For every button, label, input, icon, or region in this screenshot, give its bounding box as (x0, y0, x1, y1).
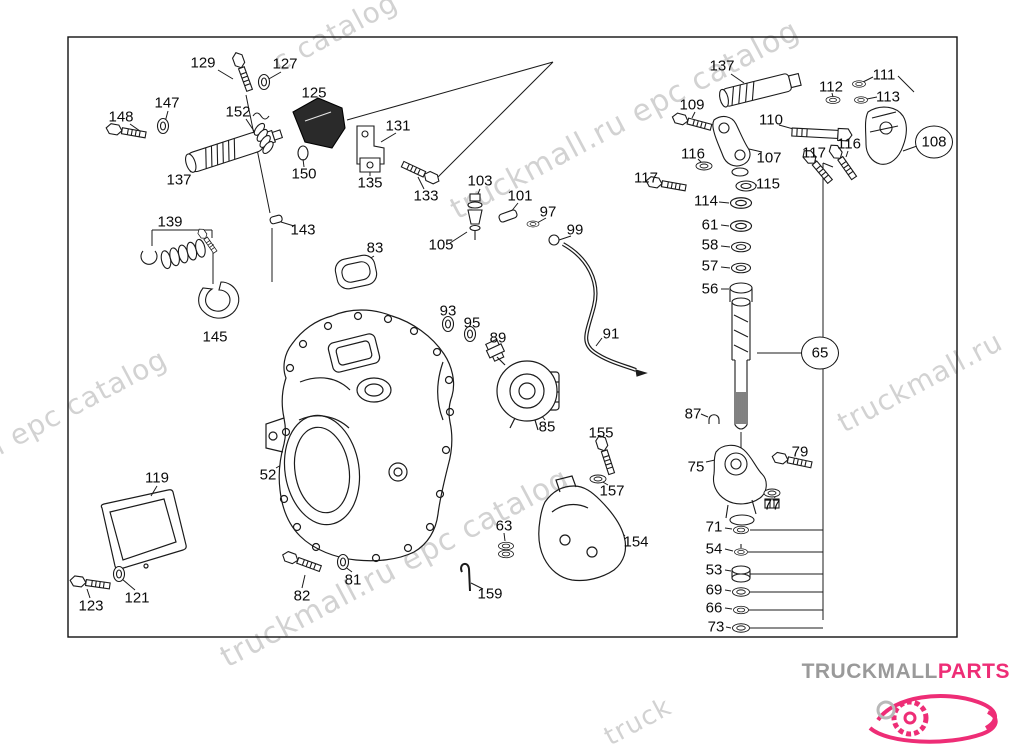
part-label-53: 53 (705, 561, 723, 579)
part-label-137: 137 (166, 171, 192, 189)
left-linkage-assembly (185, 97, 385, 225)
logo-swirl-icon (868, 694, 998, 744)
part-label-89: 89 (489, 329, 507, 347)
part-label-116: 116 (681, 145, 705, 163)
part-label-105: 105 (428, 236, 454, 254)
valve-and-hose-group (334, 193, 648, 377)
part-label-69: 69 (705, 581, 723, 599)
part-label-113: 113 (876, 88, 900, 106)
steering-knuckle-assembly (708, 72, 907, 583)
gasket-group (100, 489, 187, 570)
mount-bracket-group (460, 475, 627, 592)
part-label-57: 57 (701, 257, 719, 275)
part-label-56: 56 (701, 280, 719, 298)
part-label-87: 87 (684, 405, 702, 423)
clutch-housing (265, 309, 455, 563)
part-label-63: 63 (495, 517, 513, 535)
part-label-61: 61 (701, 216, 719, 234)
part-label-143: 143 (290, 221, 316, 239)
part-label-91: 91 (602, 325, 620, 343)
part-label-137: 137 (709, 57, 735, 75)
truckmall-logo: TRUCKMALLPARTS (802, 652, 1016, 748)
diagram-border (67, 36, 958, 638)
part-label-112: 112 (819, 78, 843, 96)
callout-108: 108 (915, 125, 953, 159)
part-label-131: 131 (385, 117, 411, 135)
part-label-83: 83 (366, 239, 384, 257)
part-label-114: 114 (694, 192, 718, 210)
part-label-82: 82 (293, 587, 311, 605)
part-label-110: 110 (759, 111, 783, 129)
part-label-52: 52 (259, 466, 277, 484)
part-label-147: 147 (154, 94, 180, 112)
logo-text-accent: PARTS (937, 660, 1010, 683)
part-label-152: 152 (225, 103, 251, 121)
part-label-107: 107 (756, 149, 782, 167)
part-label-75: 75 (687, 458, 705, 476)
logo-text-gray: TRUCKMALL (801, 660, 938, 683)
part-label-115: 115 (756, 175, 780, 193)
part-label-99: 99 (566, 221, 584, 239)
part-label-71: 71 (705, 518, 723, 536)
part-label-159: 159 (477, 585, 503, 603)
spring-group (140, 226, 240, 319)
part-label-95: 95 (463, 314, 481, 332)
part-label-109: 109 (679, 96, 705, 114)
part-label-79: 79 (791, 443, 809, 461)
part-label-129: 129 (190, 54, 216, 72)
callout-65: 65 (801, 336, 839, 370)
part-label-85: 85 (538, 418, 556, 436)
part-label-103: 103 (467, 172, 493, 190)
part-label-125: 125 (301, 84, 327, 102)
logo-text: TRUCKMALLPARTS (802, 660, 1010, 684)
part-label-148: 148 (108, 108, 134, 126)
part-label-54: 54 (705, 540, 723, 558)
part-label-155: 155 (588, 424, 614, 442)
part-label-117: 117 (802, 144, 826, 162)
part-label-139: 139 (157, 213, 183, 231)
part-label-119: 119 (145, 469, 169, 487)
fasteners (68, 50, 868, 633)
part-label-58: 58 (701, 236, 719, 254)
part-label-116: 116 (837, 135, 861, 153)
part-label-127: 127 (272, 55, 298, 73)
part-label-133: 133 (413, 187, 439, 205)
part-label-73: 73 (707, 618, 725, 636)
part-label-135: 135 (357, 174, 383, 192)
release-bearing (496, 356, 560, 431)
part-label-145: 145 (202, 328, 228, 346)
part-label-101: 101 (507, 187, 533, 205)
part-label-121: 121 (124, 589, 150, 607)
part-label-66: 66 (705, 599, 723, 617)
part-label-93: 93 (439, 302, 457, 320)
part-label-154: 154 (623, 533, 649, 551)
part-label-97: 97 (539, 203, 557, 221)
part-label-123: 123 (78, 597, 104, 615)
part-label-81: 81 (344, 571, 362, 589)
part-label-157: 157 (599, 482, 625, 500)
part-label-150: 150 (291, 165, 317, 183)
part-label-77: 77 (763, 496, 781, 514)
part-label-117: 117 (634, 169, 658, 187)
part-label-111: 111 (872, 66, 896, 84)
